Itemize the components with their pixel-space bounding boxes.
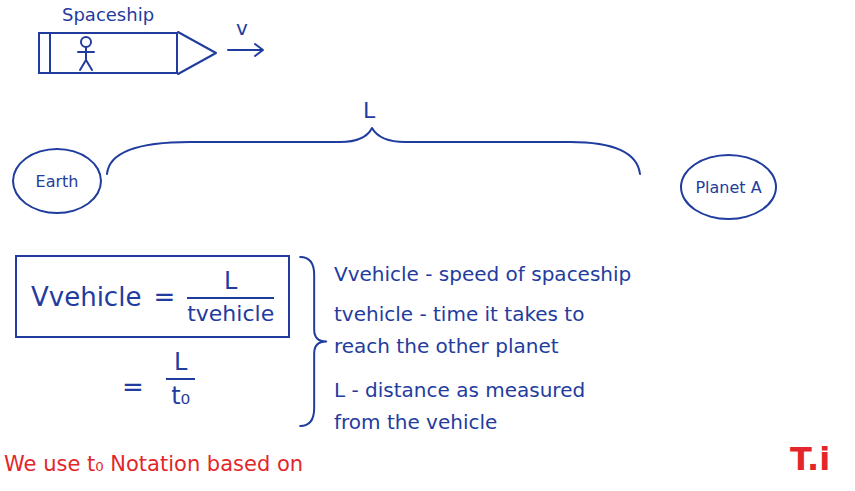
formula-lhs: Vvehicle [31,282,141,312]
fraction: Lt₀ [166,348,195,410]
description-brace [300,257,326,426]
numerator: L [220,267,241,297]
numerator: L [166,348,195,378]
note-text: We use t₀ Notation based on [4,452,303,476]
denominator: t₀ [171,380,190,410]
distance-brace [107,128,640,174]
definition-text: L - distance as measured from the vehicl… [334,374,624,438]
velocity-arrow [228,44,263,56]
stick-figure [78,37,94,70]
planet-circle: Earth [12,148,102,214]
fraction-bar [187,297,274,299]
definition-text: tvehicle - time it takes to reach the ot… [334,298,624,362]
formula-box: Vvehicle = Ltvehicle [15,255,290,338]
velocity-label: v [236,16,248,40]
denominator: tvehicle [187,299,274,326]
ship-label: Spaceship [62,4,154,25]
distance-label: L [363,98,375,123]
planet-name: Planet A [695,178,761,197]
definition-text: Vvehicle - speed of spaceship [334,258,840,290]
spaceship-body: Spaceship [38,32,178,74]
planet-name: Earth [36,172,79,191]
equals-sign: = [153,282,175,312]
fraction: Ltvehicle [187,267,274,326]
equals-sign: = [122,372,144,402]
spaceship-partition [49,34,51,72]
spaceship-nose [178,32,216,74]
fraction-bar [166,378,195,380]
planet-circle: Planet A [680,154,777,220]
watermark-logo: T.i [790,440,830,478]
